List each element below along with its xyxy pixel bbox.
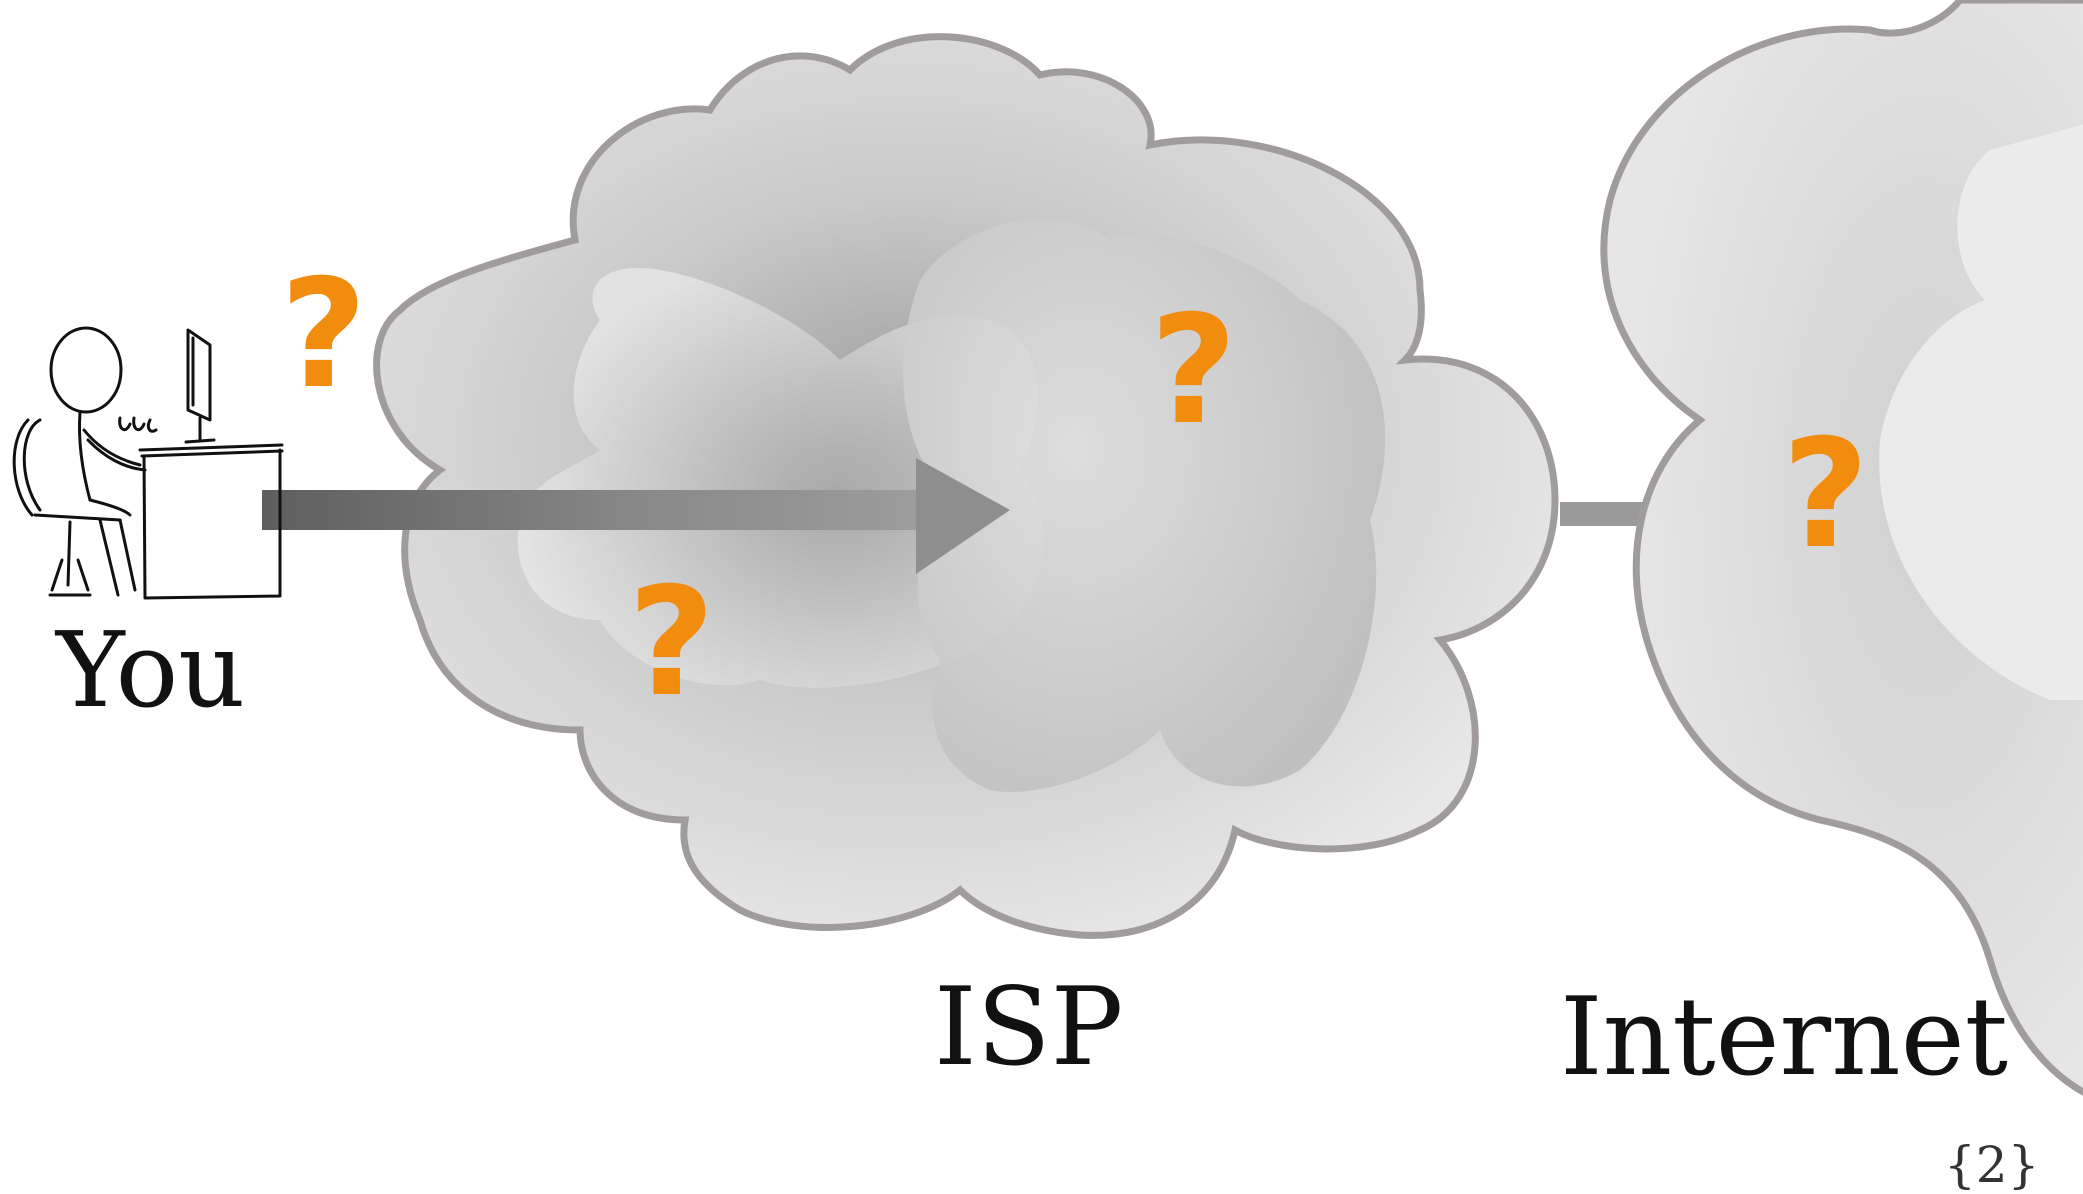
- question-mark-isp-right: ?: [1150, 284, 1238, 458]
- connection-arrow: [262, 458, 1010, 574]
- stick-figure-at-computer-icon: [12, 326, 284, 600]
- internet-label: Internet: [1560, 975, 2009, 1100]
- question-mark-isp-left: ?: [628, 556, 716, 730]
- question-mark-internet: ?: [1782, 408, 1870, 582]
- isp-label: ISP: [934, 965, 1124, 1090]
- question-mark-you: ?: [280, 248, 368, 422]
- page-number: {2}: [1944, 1136, 2040, 1194]
- internet-cloud-icon: [1600, 0, 2083, 1096]
- you-label: You: [56, 609, 246, 731]
